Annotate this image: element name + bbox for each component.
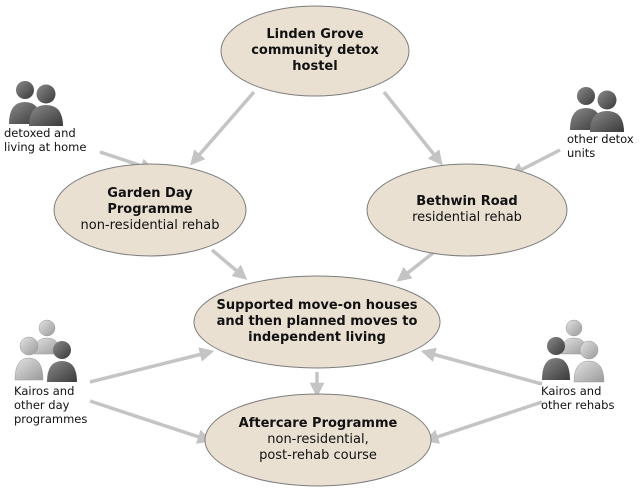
arrow-kairos-rehabs-to-aftercare xyxy=(423,400,543,444)
node-garden-line3: non-residential rehab xyxy=(80,218,220,233)
arrow-garden-to-supported xyxy=(210,248,248,280)
node-linden-grove: Linden Grove community detox hostel xyxy=(221,6,409,96)
node-supported-line3: independent living xyxy=(248,330,386,345)
node-aftercare: Aftercare Programme non-residential, pos… xyxy=(205,394,431,486)
actor-detox-units-line2: units xyxy=(567,146,596,160)
actor-kairos-day-line1: Kairos and xyxy=(14,384,75,398)
actor-detox-units: other detox units xyxy=(567,80,639,160)
group-people-icon xyxy=(14,319,77,382)
node-garden-day: Garden Day Programme non-residential reh… xyxy=(54,164,246,256)
node-aftercare-line1: Aftercare Programme xyxy=(238,416,398,431)
node-bethwin-line1: Bethwin Road xyxy=(416,194,518,209)
node-supported-line1: Supported move-on houses xyxy=(216,298,418,313)
actor-kairos-day-line2: other day xyxy=(14,398,70,412)
node-bethwin-road: Bethwin Road residential rehab xyxy=(367,164,567,256)
arrow-bethwin-to-supported xyxy=(396,251,435,282)
actor-detox-units-line1: other detox xyxy=(567,132,634,146)
actor-home: detoxed and living at home xyxy=(4,74,114,154)
node-aftercare-line3: post-rehab course xyxy=(259,448,377,463)
actor-home-line2: living at home xyxy=(4,140,87,154)
arrow-kairos-rehabs-to-supported xyxy=(420,347,543,386)
actor-home-line1: detoxed and xyxy=(4,126,76,140)
arrow-kairos-day-to-supported xyxy=(89,347,215,384)
node-shape-bethwin xyxy=(366,163,568,257)
arrows xyxy=(89,90,561,444)
node-shape-aftercare xyxy=(204,393,432,487)
arrow-detox-units-to-bethwin xyxy=(509,148,561,177)
node-shape-linden xyxy=(220,5,410,97)
group-people-icon xyxy=(542,319,605,383)
node-garden-line1: Garden Day xyxy=(107,186,193,201)
node-supported-line2: and then planned moves to xyxy=(216,314,418,329)
actor-kairos-day: Kairos and other day programmes xyxy=(14,316,114,426)
node-garden-line2: Programme xyxy=(107,202,193,217)
actor-kairos-rehabs-line1: Kairos and xyxy=(541,384,602,398)
node-shapes xyxy=(53,5,568,487)
node-shape-supported xyxy=(193,275,441,369)
arrow-linden-to-bethwin xyxy=(382,90,443,166)
node-aftercare-line2: non-residential, xyxy=(267,432,369,447)
arrow-kairos-day-to-aftercare xyxy=(89,399,213,444)
node-linden-line2: community detox xyxy=(251,43,379,58)
arrow-linden-to-garden xyxy=(190,90,256,166)
people-icon xyxy=(9,81,63,126)
node-bethwin-line2: residential rehab xyxy=(412,210,522,225)
people-icon xyxy=(570,87,624,132)
node-linden-line3: hostel xyxy=(292,59,338,74)
node-supported-move-on: Supported move-on houses and then planne… xyxy=(194,276,440,368)
node-linden-line1: Linden Grove xyxy=(266,27,364,42)
actor-kairos-day-line3: programmes xyxy=(14,412,88,426)
actor-kairos-rehabs-line2: other rehabs xyxy=(541,398,615,412)
node-shape-garden xyxy=(53,163,247,257)
actor-kairos-rehabs: Kairos and other rehabs xyxy=(541,316,637,412)
